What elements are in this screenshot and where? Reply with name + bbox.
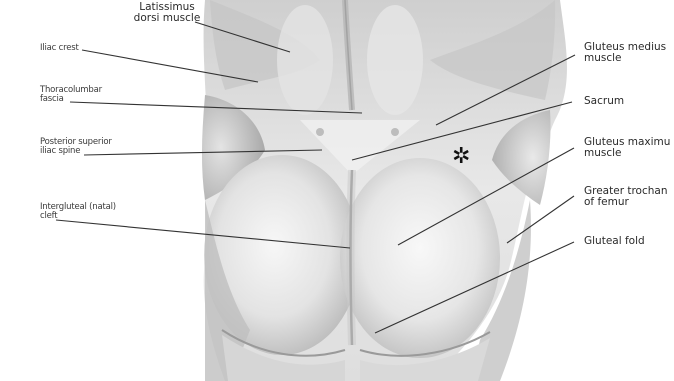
right-buttock: [340, 158, 500, 358]
label-thoracolumbar-fascia: Thoracolumbar fascia: [40, 86, 102, 104]
label-gluteus-medius: Gluteus medius muscle: [584, 42, 666, 64]
asterisk-marker: ✲: [452, 146, 470, 168]
label-gluteus-maximus: Gluteus maximu muscle: [584, 137, 670, 159]
label-iliac-crest: Iliac crest: [40, 44, 79, 53]
label-gluteal-fold: Gluteal fold: [584, 236, 645, 247]
label-sacrum: Sacrum: [584, 96, 624, 107]
label-latissimus-dorsi: Latissimus dorsi muscle: [124, 2, 210, 24]
label-posterior-superior-iliac-spine: Posterior superior iliac spine: [40, 138, 112, 156]
label-greater-trochanter: Greater trochan of femur: [584, 186, 668, 208]
label-intergluteal-cleft: Intergluteal (natal) cleft: [40, 203, 116, 221]
